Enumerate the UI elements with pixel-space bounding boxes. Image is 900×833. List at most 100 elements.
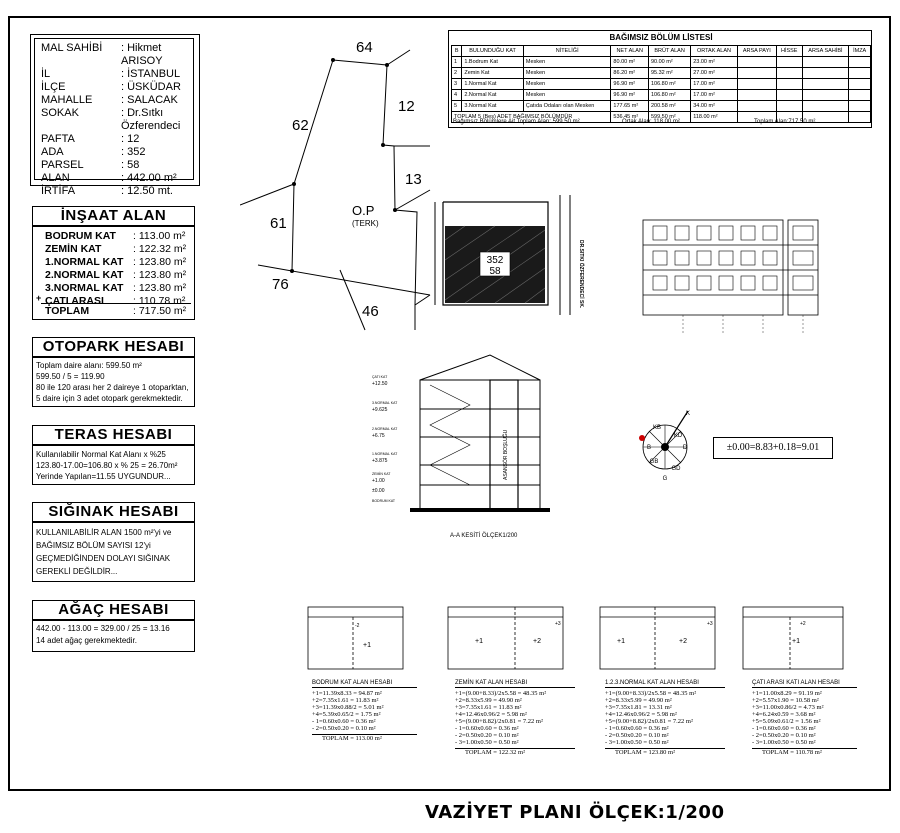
table-cell: Mesken <box>522 56 612 68</box>
owner-label: ADA <box>41 146 64 158</box>
table-cell <box>801 56 850 68</box>
table-cell: 106.80 m² <box>647 89 692 101</box>
siginak-line: GEREKLİ DEĞİLDİR... <box>36 567 118 576</box>
owner-label: İLÇE <box>41 81 66 93</box>
svg-text:+2: +2 <box>679 638 687 645</box>
owner-label: SOKAK <box>41 107 79 119</box>
level-label: ±0.00 <box>372 488 385 494</box>
table-cell <box>801 100 850 112</box>
insaat-value: : 123.80 m² <box>133 269 187 281</box>
table-cell: 34.00 m² <box>690 100 738 112</box>
parsel-number: 58 <box>489 266 501 277</box>
table-cell <box>848 56 871 68</box>
neighbor-64: 64 <box>356 39 373 56</box>
table-cell <box>775 67 803 79</box>
svg-text:+1: +1 <box>792 638 800 645</box>
calc-line: +3=11.39x0.88/2 = 5.01 m² <box>312 704 384 711</box>
owner-label: İRTİFA <box>41 185 76 197</box>
floor-name: BODRUM KAT <box>372 499 396 503</box>
table-cell <box>736 78 777 90</box>
insaat-label: 3.NORMAL KAT <box>45 282 124 294</box>
calc-line: - 1=0.60x0.60 = 0.36 m² <box>752 725 816 732</box>
calc-line: +2=5.57x1.90 = 10.58 m² <box>752 697 819 704</box>
siginak-line: BAĞIMSIZ BÖLÜM SAYISI 12'yi <box>36 541 151 550</box>
section-aa: ASANSÖR BOŞLUĞU +12.50 +9.625 +6.75 +3.8… <box>372 354 550 539</box>
table-cell <box>848 100 871 112</box>
table-header: BULUNDUĞU KAT <box>461 45 524 57</box>
insaat-value: : 110.78 m² <box>133 295 186 307</box>
calc-line: - 3=1.00x0.50 = 0.50 m² <box>455 739 519 746</box>
owner-value: : 442.00 m² <box>121 172 177 184</box>
calc-zemin: ZEMİN KAT ALAN HESABI+1=(9.00+8.33)/2x5.… <box>455 680 575 756</box>
calc-line: +5=(9.00+8.82)/2x0.81 = 7.22 m² <box>605 718 693 725</box>
calc-title: 1.2.3.NORMAL KAT ALAN HESABI <box>605 680 725 688</box>
insaat-title: İNŞAAT ALAN HESABI <box>32 206 195 242</box>
table-cell: 80.00 m² <box>610 56 649 68</box>
table-cell: 2 <box>450 67 463 79</box>
drawing-frame <box>8 16 891 791</box>
calc-line: +3=11.00x0.86/2 = 4.73 m² <box>752 704 824 711</box>
site-plan: 352 58 64 12 62 13 61 76 46 O.P (TERK) D… <box>240 39 585 331</box>
bagimsiz-title: BAĞIMSIZ BÖLÜM LİSTESİ <box>609 33 713 42</box>
table-cell: 90.00 m² <box>647 56 692 68</box>
owner-value: : 12.50 mt. <box>121 185 173 197</box>
calc-line: +1=(9.00+8.33)/2x5.58 = 48.35 m² <box>455 690 547 697</box>
calc-total: TOPLAM = 122.32 m² <box>455 748 575 756</box>
table-cell: 96.90 m² <box>610 89 649 101</box>
table-cell: 4 <box>450 89 463 101</box>
shaft-label: ASANSÖR BOŞLUĞU <box>502 429 509 480</box>
otopark-line: 5 daire için 3 adet otopark gerekmektedi… <box>36 394 183 403</box>
table-cell <box>775 100 803 112</box>
table-cell: 17.00 m² <box>690 89 738 101</box>
street-label: DR.SITKI ÖZFERENDECİ SK. <box>578 240 585 309</box>
floor-plan-normal: +1+2+3 <box>599 606 716 670</box>
insaat-label: 2.NORMAL KAT <box>45 269 124 281</box>
table-cell <box>775 78 803 90</box>
table-cell: Zemin Kat <box>461 67 524 79</box>
level-label: +6.75 <box>372 433 385 439</box>
table-cell: 96.90 m² <box>610 78 649 90</box>
section-caption: A-A KESİTİ ÖLÇEK1/200 <box>450 532 518 539</box>
calc-line: +1=11.00x8.29 = 91.19 m² <box>752 690 822 697</box>
table-cell: Mesken <box>522 67 612 79</box>
owner-value: : ÜSKÜDAR <box>121 81 181 93</box>
calc-line: +4=5.39x0.65/2 = 1.75 m² <box>312 711 381 718</box>
calc-line: +2=7.35x1.61 = 11.83 m² <box>312 697 379 704</box>
calc-total: TOPLAM = 113.00 m² <box>312 734 417 742</box>
table-cell <box>848 67 871 79</box>
table-cell <box>801 78 850 90</box>
otopark-title: OTOPARK HESABI <box>32 337 195 357</box>
svg-text:+1: +1 <box>475 638 483 645</box>
svg-text:-2: -2 <box>355 623 360 629</box>
calc-line: +2=8.33x5.99 = 49.90 m² <box>605 697 672 704</box>
teras-title: TERAS HESABI <box>32 425 195 445</box>
compass-b: B <box>647 445 651 451</box>
bagimsiz-footer-left: Bağımsız Bölümlere Ait Toplam Alan: 599.… <box>453 119 580 125</box>
agac-title: AĞAÇ HESABI <box>32 600 195 620</box>
table-cell: Çatıda Odaları olan Mesken <box>522 100 612 112</box>
floor-name: ÇATI KAT <box>372 375 388 379</box>
calc-line: - 3=1.00x0.50 = 0.50 m² <box>605 739 669 746</box>
table-cell: Mesken <box>522 78 612 90</box>
calc-line: - 2=0.50x0.20 = 0.10 m² <box>455 732 519 739</box>
calc-line: +5=(9.00+8.82)/2x0.81 = 7.22 m² <box>455 718 543 725</box>
svg-text:+1: +1 <box>363 642 371 649</box>
teras-box: Kullanılabilir Normal Kat Alanı x %25 12… <box>32 445 195 485</box>
table-cell <box>775 89 803 101</box>
owner-value: : İSTANBUL <box>121 68 181 80</box>
neighbor-13: 13 <box>405 171 422 188</box>
siginak-box: KULLANILABİLİR ALAN 1500 m²'yi ve BAĞIMS… <box>32 522 195 582</box>
calc-line: +4=12.46x0.96/2 = 5.98 m² <box>455 711 527 718</box>
calc-normal: 1.2.3.NORMAL KAT ALAN HESABI+1=(9.00+8.3… <box>605 680 725 756</box>
table-cell <box>736 100 777 112</box>
calc-total: TOPLAM = 110.78 m² <box>752 748 857 756</box>
neighbor-46: 46 <box>362 303 379 320</box>
table-header: B <box>450 45 463 57</box>
table-cell <box>801 89 850 101</box>
main-title: VAZİYET PLANI ÖLÇEK:1/200 <box>425 802 725 823</box>
calc-title: BODRUM KAT ALAN HESABI <box>312 680 417 688</box>
calc-total: TOPLAM = 123.80 m² <box>605 748 725 756</box>
